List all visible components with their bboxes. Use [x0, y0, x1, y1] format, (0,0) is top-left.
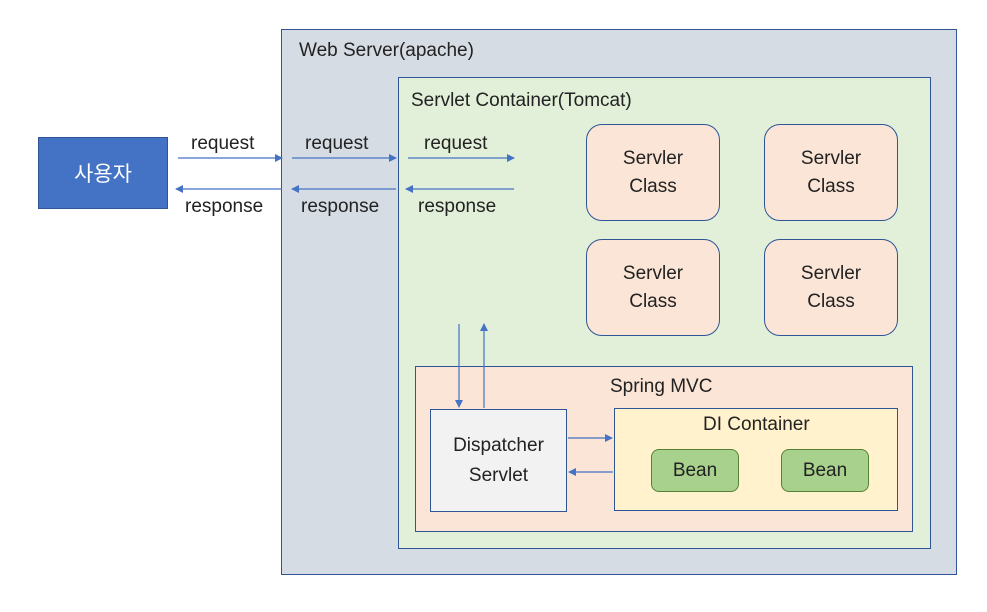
servlet-class-box: Servler Class — [764, 124, 898, 221]
dispatcher-servlet-label: Dispatcher Servlet — [453, 434, 544, 486]
servlet-class-label: Servler Class — [622, 262, 684, 312]
request-label-webserver: request — [305, 133, 369, 154]
response-label-container: response — [418, 196, 497, 217]
servlet-container-title: Servlet Container(Tomcat) — [411, 90, 632, 111]
servlet-class-box: Servler Class — [764, 239, 898, 336]
web-server-title: Web Server(apache) — [299, 40, 474, 61]
servlet-class-box: Servler Class — [586, 239, 720, 336]
response-label-webserver: response — [301, 196, 380, 217]
servlet-class-label: Servler Class — [800, 147, 862, 197]
bean-label: Bean — [802, 459, 848, 481]
bean-box: Bean — [651, 449, 739, 492]
servlet-class-label: Servler Class — [800, 262, 862, 312]
user-box: 사용자 — [38, 137, 168, 209]
request-label-container: request — [424, 133, 488, 154]
bean-label: Bean — [672, 459, 718, 481]
response-label-user: response — [185, 196, 264, 217]
user-label: 사용자 — [74, 162, 132, 186]
request-label-user: request — [191, 133, 255, 154]
dispatcher-servlet-box: Dispatcher Servlet — [430, 409, 567, 512]
servlet-class-label: Servler Class — [622, 147, 684, 197]
servlet-class-box: Servler Class — [586, 124, 720, 221]
spring-mvc-title: Spring MVC — [610, 376, 713, 397]
di-container-title: DI Container — [703, 414, 810, 435]
bean-box: Bean — [781, 449, 869, 492]
